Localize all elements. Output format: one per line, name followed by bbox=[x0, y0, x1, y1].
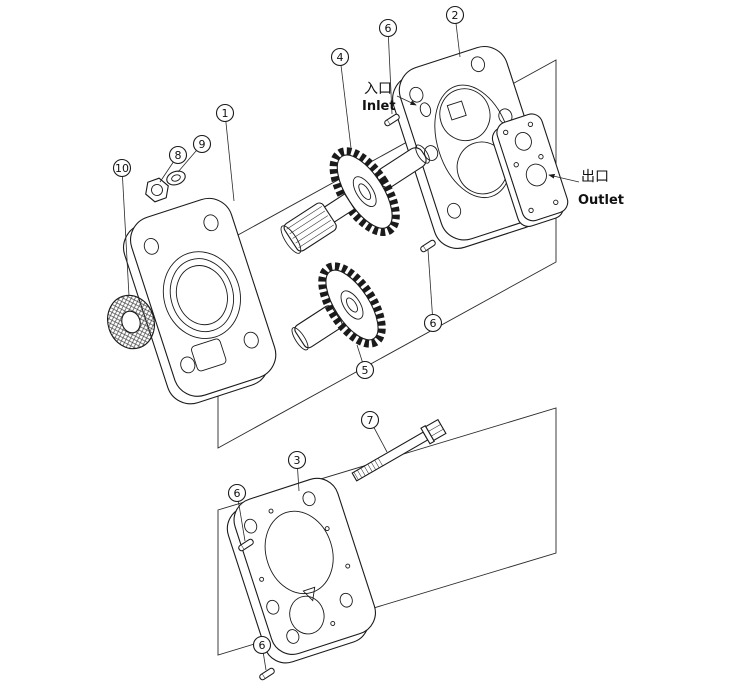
outlet-arrow bbox=[548, 173, 580, 183]
part-pin-middle bbox=[420, 239, 436, 253]
callout-7-number: 7 bbox=[367, 414, 374, 427]
callout-4: 4 bbox=[330, 47, 350, 67]
callout-9: 9 bbox=[192, 134, 212, 154]
part-pin-bottom bbox=[259, 667, 275, 681]
callout-6-top-number: 6 bbox=[385, 22, 392, 35]
callout-6-bottom-number: 6 bbox=[259, 639, 266, 652]
callout-10: 10 bbox=[112, 158, 132, 178]
callout-7: 7 bbox=[360, 410, 380, 430]
callout-3-number: 3 bbox=[294, 454, 301, 467]
outlet-port-hole bbox=[525, 163, 547, 187]
outlet-label-en: Outlet bbox=[578, 193, 624, 208]
callout-6-top: 6 bbox=[378, 18, 398, 38]
callout-1-number: 1 bbox=[222, 107, 229, 120]
inlet-port-hole bbox=[419, 102, 432, 117]
inlet-label-en: Inlet bbox=[362, 99, 396, 114]
callout-6-lower-left: 6 bbox=[227, 483, 247, 503]
callout-3: 3 bbox=[287, 450, 307, 470]
part-drive-gear-shaft bbox=[280, 144, 430, 254]
drive-gear-teeth bbox=[329, 147, 400, 237]
callout-5-number: 5 bbox=[362, 364, 369, 377]
part-knurled-bushing bbox=[107, 294, 155, 350]
driven-gear-teeth bbox=[318, 262, 386, 348]
part-driven-gear bbox=[291, 262, 386, 351]
callout-2: 2 bbox=[445, 5, 465, 25]
callout-6-middle-number: 6 bbox=[430, 317, 437, 330]
outlet-annotation: 出口 Outlet bbox=[548, 169, 624, 208]
part-pin-top bbox=[384, 113, 400, 127]
part-bolt bbox=[351, 418, 447, 482]
callout-8-number: 8 bbox=[175, 149, 182, 162]
inlet-arrow bbox=[396, 95, 417, 106]
outlet-label-cn: 出口 bbox=[581, 169, 609, 185]
bolt-hex-head bbox=[425, 418, 447, 442]
part-outlet-port-block bbox=[491, 113, 569, 227]
part-lower-plate bbox=[226, 477, 376, 664]
part-pin-lower-left bbox=[238, 538, 254, 552]
inlet-annotation: 入口 Inlet bbox=[362, 81, 417, 114]
callout-10-number: 10 bbox=[115, 162, 129, 175]
callout-6-bottom: 6 bbox=[252, 635, 272, 655]
part-hex-nut bbox=[145, 177, 169, 203]
callout-4-number: 4 bbox=[337, 51, 344, 64]
callout-6-middle: 6 bbox=[423, 313, 443, 333]
callout-8: 8 bbox=[168, 145, 188, 165]
inlet-label-cn: 入口 bbox=[364, 81, 392, 97]
lower-assembly-boundary bbox=[217, 407, 557, 656]
callout-9-number: 9 bbox=[199, 138, 206, 151]
part-washer bbox=[166, 170, 186, 186]
callout-6-lower-left-number: 6 bbox=[234, 487, 241, 500]
callout-2-number: 2 bbox=[452, 9, 459, 22]
callout-1: 1 bbox=[215, 103, 235, 123]
callout-5: 5 bbox=[355, 360, 375, 380]
